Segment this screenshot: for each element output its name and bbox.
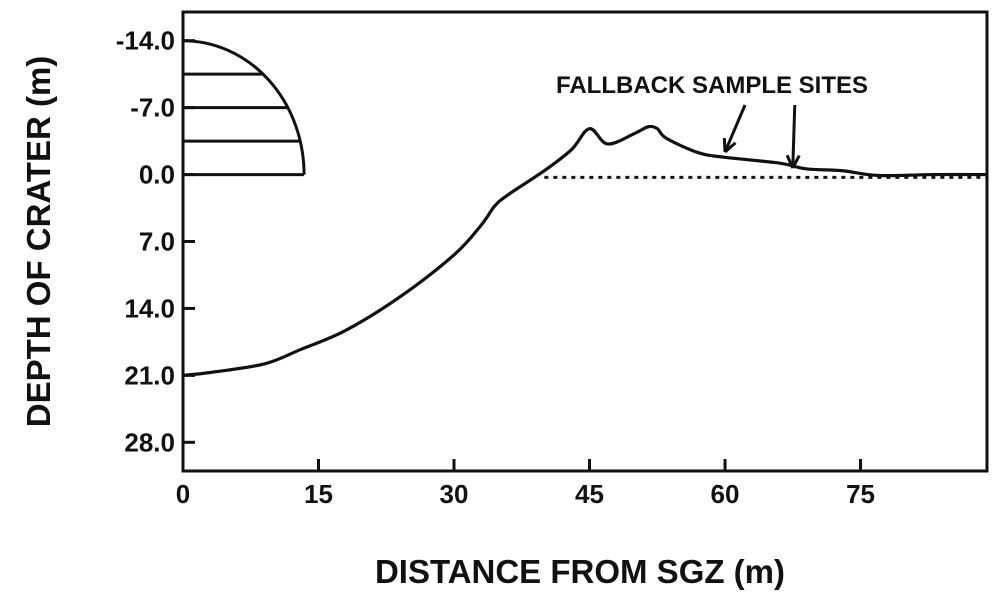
- x-tick-label: 60: [711, 479, 740, 509]
- annotation-arrow: [722, 104, 747, 154]
- y-tick-label: 28.0: [124, 427, 175, 457]
- inset-arc: [182, 39, 306, 175]
- y-tick-label: -7.0: [130, 93, 175, 123]
- y-axis-title: DEPTH OF CRATER (m): [20, 56, 57, 428]
- y-tick-label: 7.0: [139, 227, 175, 257]
- annotation-label: FALLBACK SAMPLE SITES: [556, 72, 868, 99]
- crater-profile-line: [183, 124, 987, 377]
- series-group: [183, 124, 987, 377]
- annotation-arrow: [785, 104, 801, 169]
- y-tick-label: 0.0: [139, 160, 175, 190]
- crater-inset: [182, 39, 306, 177]
- x-tick-label: 15: [304, 479, 333, 509]
- y-axis-ticks: -14.0 -7.0 0.0 7.0 14.0 21.0 28.0: [116, 26, 195, 457]
- x-tick-label: 45: [575, 479, 604, 509]
- x-tick-label: 75: [846, 479, 875, 509]
- y-tick-label: 14.0: [124, 293, 175, 323]
- x-tick-label: 30: [440, 479, 469, 509]
- y-tick-label: -14.0: [116, 26, 175, 56]
- x-axis-title: DISTANCE FROM SGZ (m): [375, 553, 785, 590]
- y-tick-label: 21.0: [124, 360, 175, 390]
- annotation-group: FALLBACK SAMPLE SITES: [556, 72, 868, 169]
- x-tick-label: 0: [176, 479, 190, 509]
- x-axis-ticks: 0 15 30 45 60 75: [176, 459, 875, 509]
